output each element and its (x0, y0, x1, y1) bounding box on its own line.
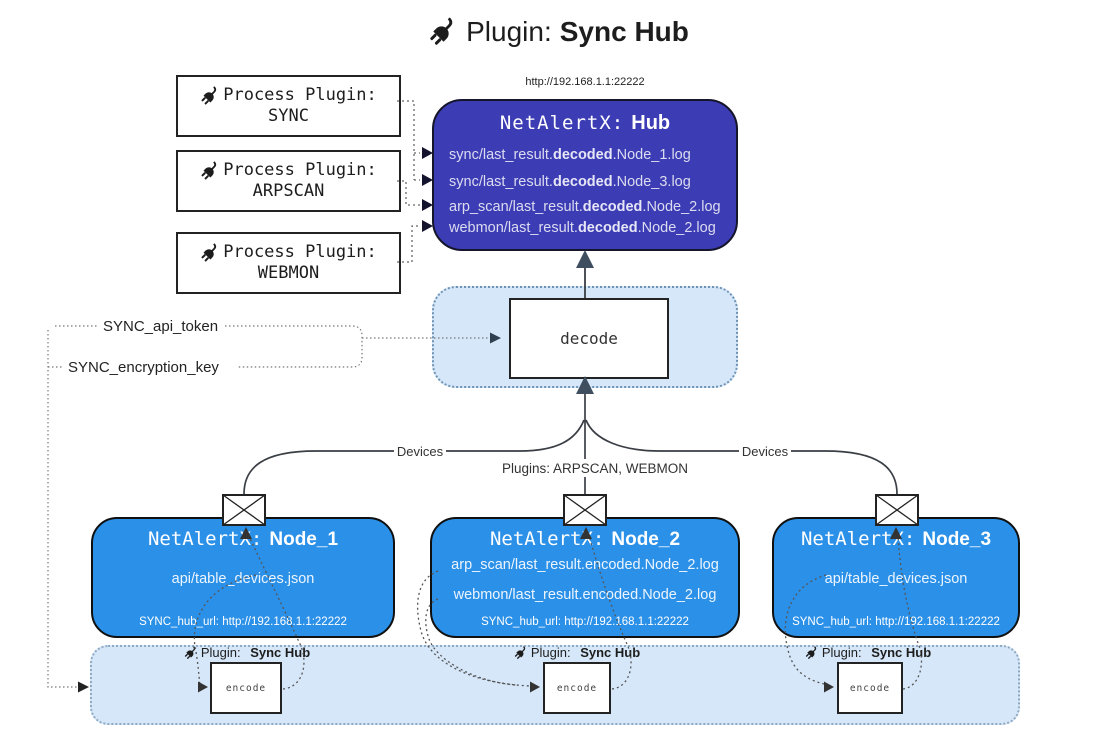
hub-log-line: sync/last_result.decoded.Node_1.log (449, 147, 691, 163)
plugins-label: Plugins: ARPSCAN, WEBMON (501, 461, 689, 476)
hub-url: http://192.168.1.1:22222 (525, 76, 645, 88)
process-plugin-name: WEBMON (257, 263, 320, 283)
plug-icon (201, 160, 217, 179)
process-plugin-box-webmon: Process Plugin: WEBMON (176, 232, 401, 294)
encode-plugin-label: Plugin: Sync Hub (514, 645, 640, 660)
encode-box: encode (837, 662, 903, 714)
devices-label-left: Devices (396, 444, 444, 459)
plug-icon (805, 645, 817, 659)
node-hub-url: SYNC_hub_url: http://192.168.1.1:22222 (481, 616, 689, 628)
encode-box: encode (543, 662, 611, 714)
plug-icon (430, 17, 453, 45)
node-hub-url: SYNC_hub_url: http://192.168.1.1:22222 (139, 616, 347, 628)
hub-log-line: webmon/last_result.decoded.Node_2.log (449, 220, 716, 236)
encode-box: encode (210, 662, 282, 714)
node-title: NetAlertX:Node_3 (800, 528, 992, 550)
node-to-decode-curves (243, 382, 898, 495)
plug-icon (514, 645, 526, 659)
process-plugin-name: SYNC (268, 106, 309, 126)
node-line: arp_scan/last_result.encoded.Node_2.log (451, 557, 719, 573)
hub-title: NetAlertX:Hub (499, 112, 671, 134)
node-title: NetAlertX:Node_1 (147, 528, 339, 550)
decode-box: decode (509, 298, 669, 379)
title-bold: Sync Hub (559, 16, 689, 47)
hub-log-line: arp_scan/last_result.decoded.Node_2.log (449, 199, 721, 215)
node-line: api/table_devices.json (171, 571, 315, 587)
hub-box: NetAlertX:Hub sync/last_result.decoded.N… (432, 99, 738, 251)
node-line: webmon/last_result.encoded.Node_2.log (453, 587, 717, 603)
envelope-icon (875, 494, 919, 526)
sync-encryption-key-label: SYNC_encryption_key (65, 359, 222, 376)
node-hub-url: SYNC_hub_url: http://192.168.1.1:22222 (792, 616, 1000, 628)
devices-label-right: Devices (741, 444, 789, 459)
process-plugin-label: Process Plugin: (223, 160, 377, 180)
plug-icon (184, 645, 196, 659)
node-box-3: NetAlertX:Node_3 api/table_devices.json … (772, 517, 1020, 638)
envelope-icon (222, 494, 266, 526)
title-prefix: Plugin: (466, 16, 552, 47)
sync-api-token-label: SYNC_api_token (100, 318, 222, 335)
process-plugin-box-arpscan: Process Plugin: ARPSCAN (176, 150, 401, 212)
node-box-1: NetAlertX:Node_1 api/table_devices.json … (91, 517, 395, 638)
process-plugin-label: Process Plugin: (223, 85, 377, 105)
encode-plugin-label: Plugin: Sync Hub (805, 645, 931, 660)
encode-plugin-label: Plugin: Sync Hub (184, 645, 310, 660)
node-box-2: NetAlertX:Node_2 arp_scan/last_result.en… (430, 517, 740, 638)
node-title: NetAlertX:Node_2 (489, 528, 681, 550)
node-line: api/table_devices.json (824, 571, 968, 587)
process-plugin-box-sync: Process Plugin: SYNC (176, 75, 401, 137)
decode-to-hub-arrowhead (576, 250, 594, 268)
plug-icon (201, 85, 217, 104)
hub-log-line: sync/last_result.decoded.Node_3.log (449, 174, 691, 190)
process-plugin-label: Process Plugin: (223, 242, 377, 262)
page-title: Plugin: Sync Hub (0, 16, 1117, 48)
band-in-arrowhead (78, 681, 89, 693)
plug-icon (201, 242, 217, 261)
process-plugin-name: ARPSCAN (252, 181, 325, 201)
envelope-icon (563, 494, 607, 526)
